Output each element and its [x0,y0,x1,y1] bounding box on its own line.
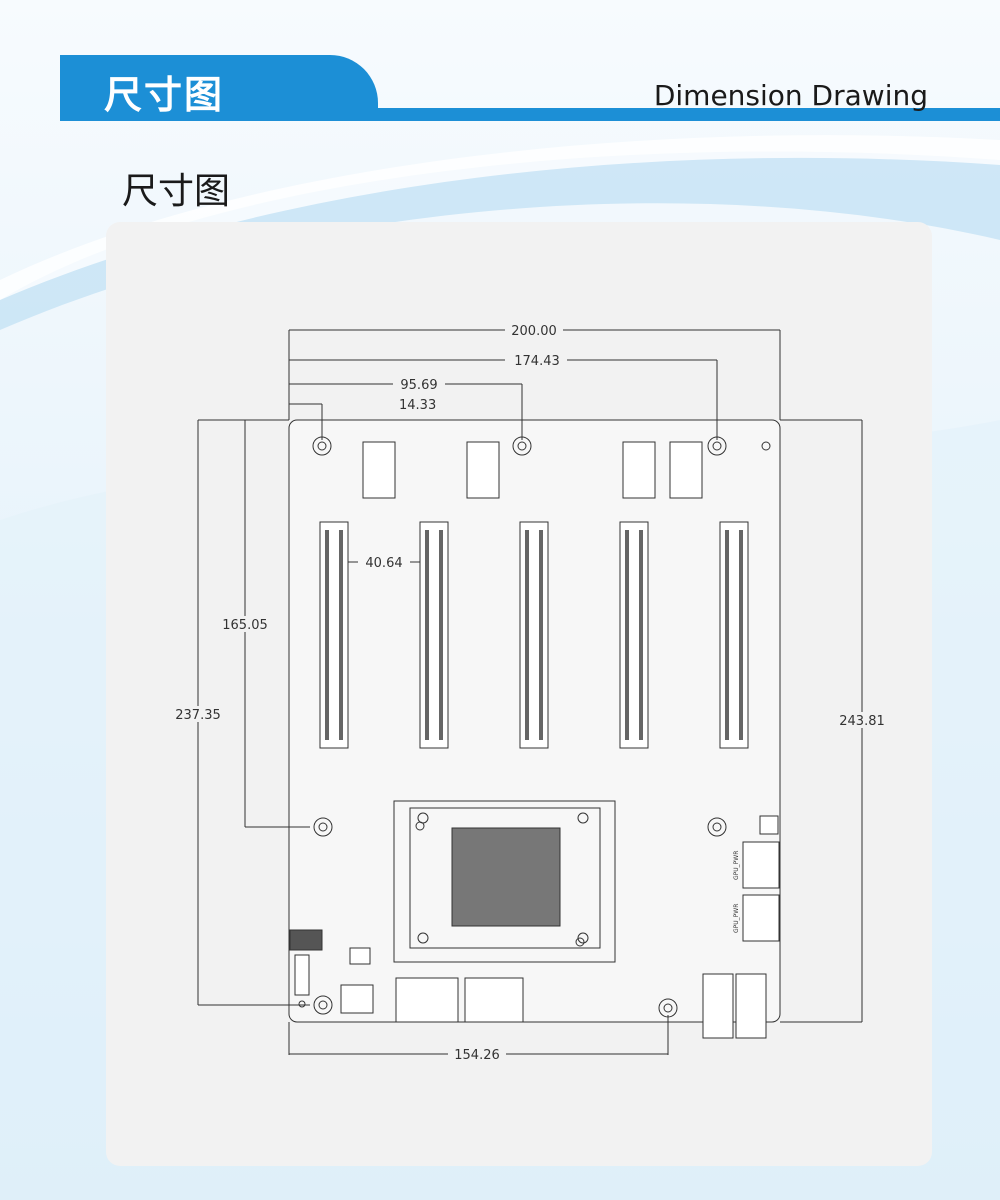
pcie-slot-pins [525,530,529,740]
gpu-power-label: GPU_PWR [733,851,740,880]
power-connector [340,984,374,1014]
mount-hole [512,436,532,456]
pcie-slot-pins [639,530,643,740]
dim-hole-left: 14.33 [399,398,436,413]
top-connector [362,441,396,499]
dim-slot-pitch: 40.64 [365,556,402,571]
bottom-connector [464,977,524,1023]
top-connector [466,441,500,499]
pcie-slot-pins [739,530,743,740]
pcie-slot-pins [425,530,429,740]
mount-hole [313,817,333,837]
top-connector [669,441,703,499]
pcie-slot [719,521,749,749]
dim-hole-bottom: 154.26 [454,1048,500,1063]
pcie-slot-pins [339,530,343,740]
header-title: 尺寸图 [104,73,225,117]
bottom-right-connector [735,973,767,1039]
mount-hole [707,817,727,837]
dim-width-total: 200.00 [511,324,557,339]
mount-hole [313,995,333,1015]
bottom-right-connector [702,973,734,1039]
header-pins [289,929,323,951]
cpu-socket-frame [393,800,616,963]
dim-hole-vertical-inner: 165.05 [222,618,268,633]
section-title: 尺寸图 [122,171,231,212]
pcie-slot [419,521,449,749]
pcie-slot [619,521,649,749]
pcie-slot-pins [539,530,543,740]
gpu-power-label: GPU_PWR [733,904,740,933]
dim-height-total: 243.81 [839,714,885,729]
bottom-connector [395,977,459,1023]
pcie-slot [319,521,349,749]
gpu-power-connector [742,841,780,889]
dim-hole-right: 174.43 [514,354,560,369]
mount-hole [312,436,332,456]
dim-hole-mid: 95.69 [400,378,437,393]
pcie-slot-pins [439,530,443,740]
header-rule [60,108,1000,121]
dim-hole-vertical-outer: 237.35 [175,708,221,723]
mount-hole [707,436,727,456]
cpu-pad [451,827,561,927]
pcie-slot-pins [325,530,329,740]
pcie-slot-pins [625,530,629,740]
pcie-slot-pins [725,530,729,740]
pcie-slot [519,521,549,749]
gpu-power-connector [742,894,780,942]
mount-hole [658,998,678,1018]
top-connector [622,441,656,499]
header-subtitle: Dimension Drawing [653,79,928,112]
